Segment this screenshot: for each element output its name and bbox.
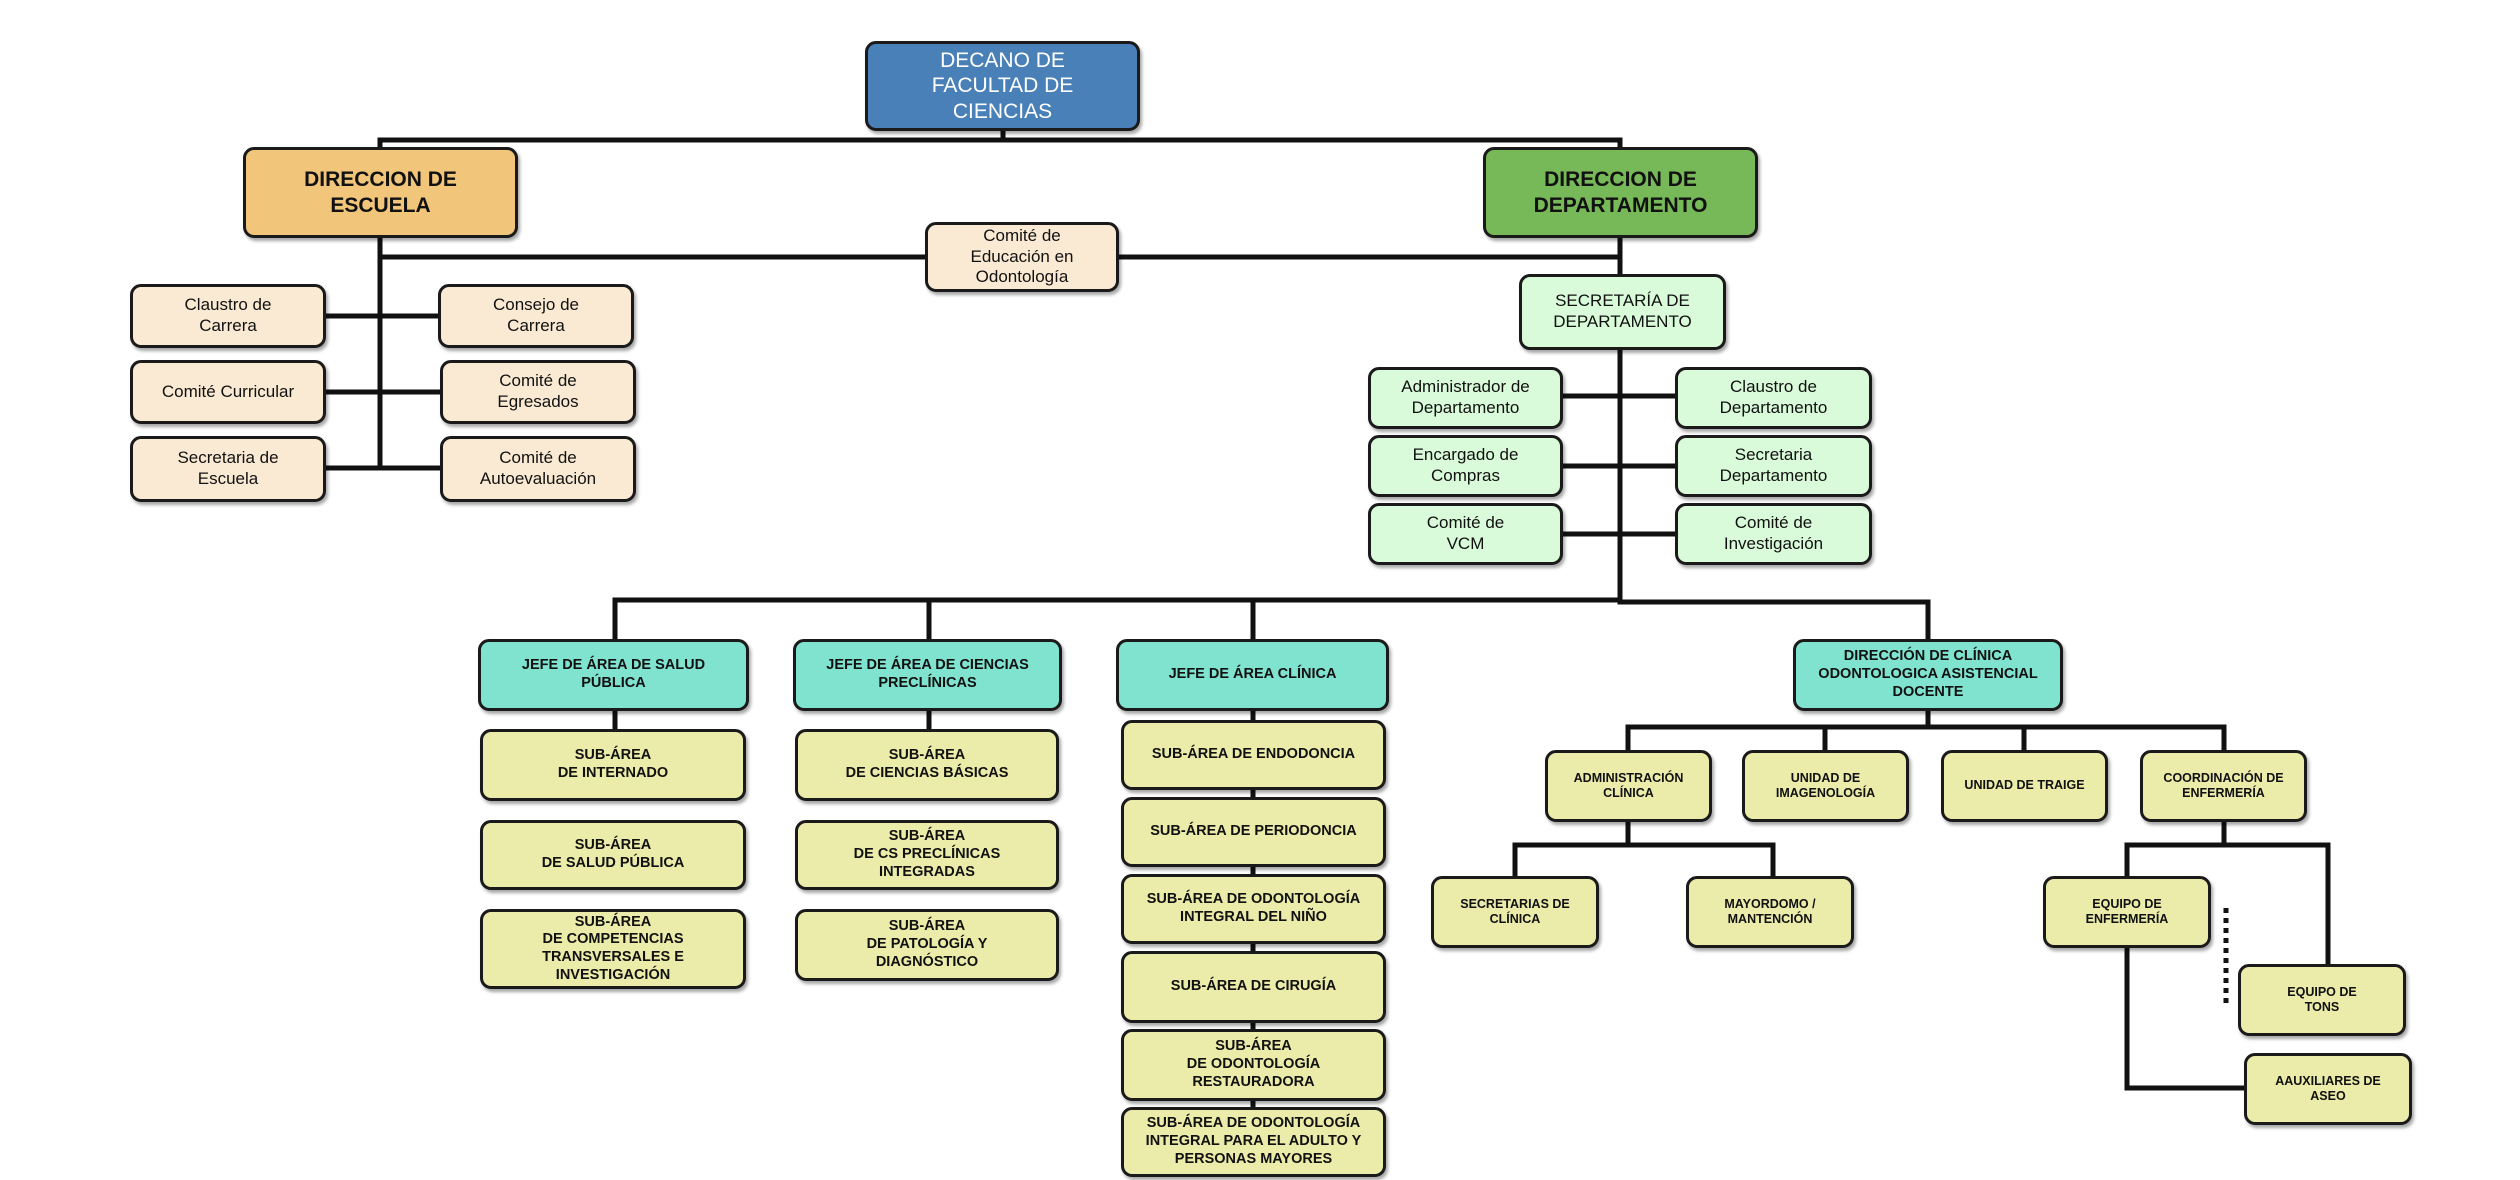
subarea-odontologia-nino-box: SUB-ÁREA DE ODONTOLOGÍA INTEGRAL DEL NIÑ… <box>1121 874 1386 944</box>
jefe-area-clinica-box: JEFE DE ÁREA CLÍNICA <box>1116 639 1389 711</box>
direccion-escuela-box: DIRECCION DE ESCUELA <box>243 147 518 238</box>
connector-admin <box>1512 819 1776 879</box>
subarea-competencias-box: SUB-ÁREA DE COMPETENCIAS TRANSVERSALES E… <box>480 909 746 989</box>
connector-escuela-units <box>322 313 445 471</box>
unidad-imagenologia-box: UNIDAD DE IMAGENOLOGÍA <box>1742 750 1909 822</box>
jefe-area-salud-publica-box: JEFE DE ÁREA DE SALUD PÚBLICA <box>478 639 749 711</box>
subarea-patologia-box: SUB-ÁREA DE PATOLOGÍA Y DIAGNÓSTICO <box>795 909 1059 981</box>
subarea-salud-publica-box: SUB-ÁREA DE SALUD PÚBLICA <box>480 820 746 890</box>
consejo-carrera-box: Consejo de Carrera <box>438 284 634 348</box>
secretaria-escuela-box: Secretaria de Escuela <box>130 436 326 502</box>
subarea-periodoncia-box: SUB-ÁREA DE PERIODONCIA <box>1121 797 1386 867</box>
subarea-endodoncia-box: SUB-ÁREA DE ENDODONCIA <box>1121 720 1386 790</box>
administracion-clinica-box: ADMINISTRACIÓN CLÍNICA <box>1545 750 1712 822</box>
dean-box: DECANO DE FACULTAD DE CIENCIAS <box>865 41 1140 131</box>
equipo-tons-box: EQUIPO DE TONS <box>2238 964 2406 1036</box>
subarea-cs-preclinicas-box: SUB-ÁREA DE CS PRECLÍNICAS INTEGRADAS <box>795 820 1059 890</box>
subarea-odontologia-restauradora-box: SUB-ÁREA DE ODONTOLOGÍA RESTAURADORA <box>1121 1029 1386 1101</box>
connector-area-bar <box>612 597 1931 644</box>
auxiliares-aseo-box: AAUXILIARES DE ASEO <box>2244 1053 2412 1125</box>
encargado-compras-box: Encargado de Compras <box>1368 435 1563 497</box>
comite-autoevaluacion-box: Comité de Autoevaluación <box>440 436 636 502</box>
comite-egresados-box: Comité de Egresados <box>440 360 636 424</box>
secretaria-departamento-unit-box: Secretaria Departamento <box>1675 435 1872 497</box>
connector-departamento-units <box>1557 393 1681 537</box>
equipo-enfermeria-box: EQUIPO DE ENFERMERÍA <box>2043 876 2211 948</box>
comite-educacion-box: Comité de Educación en Odontología <box>925 222 1119 292</box>
subarea-ciencias-basicas-box: SUB-ÁREA DE CIENCIAS BÁSICAS <box>795 729 1059 801</box>
jefe-area-preclinicas-box: JEFE DE ÁREA DE CIENCIAS PRECLÍNICAS <box>793 639 1062 711</box>
secretarias-clinica-box: SECRETARIAS DE CLÍNICA <box>1431 876 1599 948</box>
connector-clinica-bar <box>1625 707 2227 753</box>
comite-curricular-box: Comité Curricular <box>130 360 326 424</box>
comite-vcm-box: Comité de VCM <box>1368 503 1563 565</box>
claustro-departamento-box: Claustro de Departamento <box>1675 367 1872 429</box>
coordinacion-enfermeria-box: COORDINACIÓN DE ENFERMERÍA <box>2140 750 2307 822</box>
comite-investigacion-box: Comité de Investigación <box>1675 503 1872 565</box>
direccion-clinica-box: DIRECCIÓN DE CLÍNICA ODONTOLOGICA ASISTE… <box>1793 639 2063 711</box>
connector-dean-directions <box>377 127 1623 151</box>
mayordomo-mantencion-box: MAYORDOMO / MANTENCIÓN <box>1686 876 1854 948</box>
administrador-departamento-box: Administrador de Departamento <box>1368 367 1563 429</box>
direccion-departamento-box: DIRECCION DE DEPARTAMENTO <box>1483 147 1758 238</box>
subarea-internado-box: SUB-ÁREA DE INTERNADO <box>480 729 746 801</box>
subarea-odontologia-adulto-box: SUB-ÁREA DE ODONTOLOGÍA INTEGRAL PARA EL… <box>1121 1107 1386 1177</box>
connector-enfermeria <box>2124 819 2331 1091</box>
claustro-carrera-box: Claustro de Carrera <box>130 284 326 348</box>
secretaria-departamento-box: SECRETARÍA DE DEPARTAMENTO <box>1519 274 1726 350</box>
unidad-triage-box: UNIDAD DE TRAIGE <box>1941 750 2108 822</box>
subarea-cirugia-box: SUB-ÁREA DE CIRUGÍA <box>1121 951 1386 1023</box>
